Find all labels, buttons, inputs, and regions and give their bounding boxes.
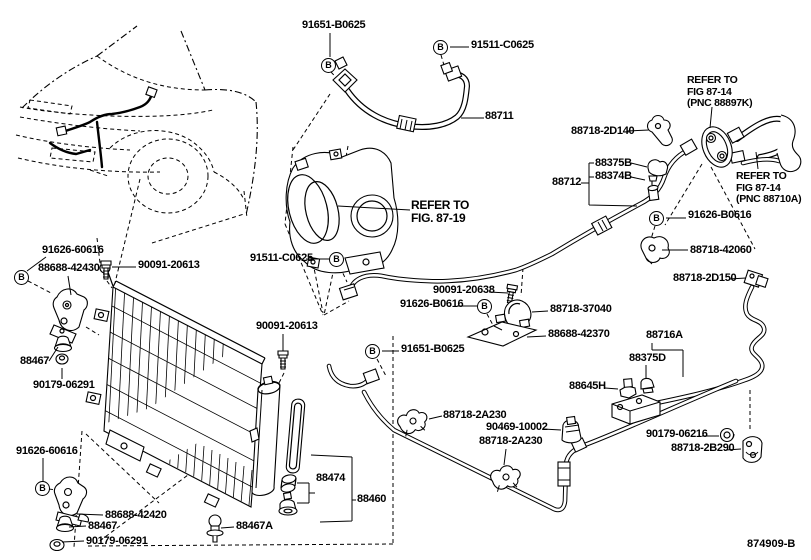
ref-line: FIG 87-14 <box>736 181 781 194</box>
label-88711: 88711 <box>485 110 514 122</box>
ref-line: (PNC 88710A) <box>736 193 802 205</box>
label-88718-2d150: 88718-2D150 <box>673 272 737 284</box>
label-88374b: 88374B <box>595 170 632 182</box>
label-88712: 88712 <box>552 176 582 188</box>
bolt-marker-b-5: B <box>477 299 492 314</box>
ref-note-88710a: REFER TO FIG 87-14 (PNC 88710A) <box>736 170 802 206</box>
bolt-marker-b-6: B <box>649 211 664 226</box>
ref-line: FIG 87-14 <box>687 85 732 98</box>
label-88474: 88474 <box>316 472 346 484</box>
label-88716a: 88716A <box>646 329 683 341</box>
bolt-marker-b-3: B <box>329 252 344 267</box>
label-91626-60616-top: 91626-60616 <box>42 244 104 256</box>
label-88460: 88460 <box>357 493 387 505</box>
hose-88711 <box>332 56 471 133</box>
label-88718-42060: 88718-42060 <box>690 244 752 256</box>
ref-line: (PNC 88897K) <box>687 97 753 109</box>
label-90091-20613-left: 90091-20613 <box>138 259 200 271</box>
liquid-hose-center <box>326 363 380 389</box>
label-90469-10002: 90469-10002 <box>486 421 548 433</box>
label-91511-c0625-center: 91511-C0625 <box>250 252 313 264</box>
label-88688-42420: 88688-42420 <box>105 509 167 521</box>
bolt-marker-b-2: B <box>433 40 448 55</box>
figure-code: 874909-B <box>747 538 796 550</box>
label-88688-42370: 88688-42370 <box>548 328 610 340</box>
rear-pipes-88716a <box>361 284 767 513</box>
label-90091-20613-center: 90091-20613 <box>256 320 318 332</box>
receiver-drier <box>249 375 306 497</box>
label-88375b: 88375B <box>595 157 632 169</box>
label-88718-2b290: 88718-2B290 <box>671 442 735 454</box>
car-sketch <box>15 25 258 216</box>
label-88718-2d140: 88718-2D140 <box>571 125 635 137</box>
label-91651-b0625-center: 91651-B0625 <box>401 343 465 355</box>
label-90179-06291-left: 90179-06291 <box>33 379 95 391</box>
bolt-marker-b-1: B <box>321 58 336 73</box>
condenser-drawing <box>85 262 266 508</box>
ref-note-fig-87-19: REFER TO FIG. 87-19 <box>411 199 469 225</box>
label-91626-b0616-right: 91626-B0616 <box>688 209 752 221</box>
label-88467-left: 88467 <box>20 355 50 367</box>
label-90179-06291-bottom: 90179-06291 <box>86 535 148 547</box>
label-90179-06216: 90179-06216 <box>646 428 708 440</box>
label-88467a: 88467A <box>236 520 273 532</box>
label-88718-2a230-1: 88718-2A230 <box>443 409 507 421</box>
leader-lines <box>26 33 759 543</box>
label-91651-b0625-top: 91651-B0625 <box>302 19 366 31</box>
ref-line: FIG. 87-19 <box>411 211 466 225</box>
label-88375d: 88375D <box>629 352 666 364</box>
label-91511-c0625-top: 91511-C0625 <box>471 39 534 51</box>
compressor-drawing <box>285 147 399 275</box>
bolt-marker-b-4: B <box>365 344 380 359</box>
ref-line: REFER TO <box>736 170 787 182</box>
bolt-marker-b-7: B <box>14 270 29 285</box>
pipe-88712 <box>338 138 698 301</box>
label-91626-b0616-center: 91626-B0616 <box>400 298 464 310</box>
label-91626-60616-bottom: 91626-60616 <box>16 445 78 457</box>
ref-line: REFER TO <box>411 198 470 212</box>
label-88718-2a230-2: 88718-2A230 <box>479 435 543 447</box>
ref-line: REFER TO <box>687 74 738 86</box>
hardware-parts <box>49 114 769 552</box>
label-88688-42430: 88688-42430 <box>38 262 100 274</box>
expansion-valve-drawing <box>701 114 802 173</box>
bolt-marker-b-8: B <box>35 481 50 496</box>
label-88718-37040: 88718-37040 <box>550 303 612 315</box>
ref-note-88897k: REFER TO FIG 87-14 (PNC 88897K) <box>687 74 753 110</box>
label-90091-20638: 90091-20638 <box>433 284 495 296</box>
label-88645h: 88645H <box>569 380 606 392</box>
label-88467-bottom: 88467 <box>88 520 118 532</box>
